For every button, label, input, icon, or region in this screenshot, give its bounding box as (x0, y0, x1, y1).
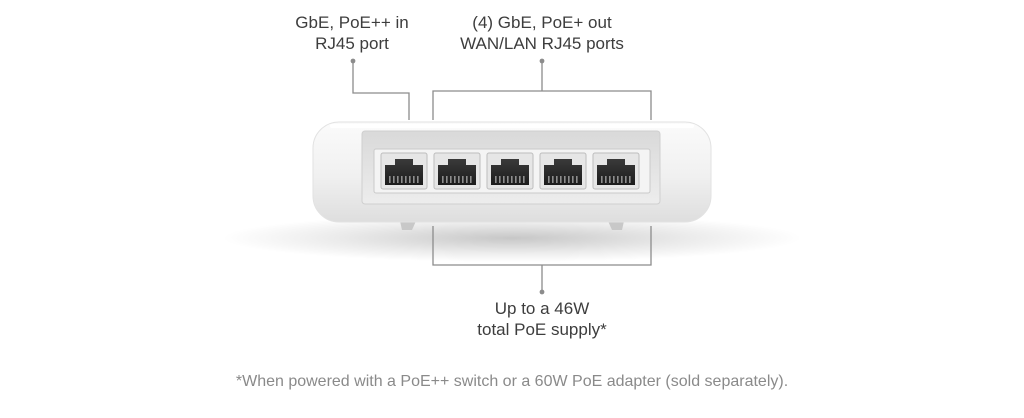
rj45-port-3 (486, 152, 534, 190)
callout-poe-supply-line2: total PoE supply* (477, 320, 607, 339)
rj45-port-2 (433, 152, 481, 190)
callout-poe-supply-line1: Up to a 46W (494, 299, 590, 318)
leader-line-poe (432, 226, 652, 292)
leader-line-input (352, 61, 410, 120)
device-shadow (222, 214, 802, 262)
callout-output-ports-line2: WAN/LAN RJ45 ports (460, 34, 624, 53)
rj45-port-4 (539, 152, 587, 190)
leader-dot-poe (539, 289, 545, 295)
callout-output-ports: (4) GbE, PoE+ out WAN/LAN RJ45 ports (440, 12, 644, 54)
rj45-port-5 (592, 152, 640, 190)
callout-input-port-line2: RJ45 port (315, 34, 389, 53)
leader-lines (352, 61, 652, 292)
leader-dot-output (539, 58, 545, 64)
rj45-port-1 (380, 152, 428, 190)
callout-input-port-line1: GbE, PoE++ in (295, 13, 409, 32)
device-housing-highlight (330, 124, 694, 128)
footnote: *When powered with a PoE++ switch or a 6… (235, 373, 789, 390)
leader-line-output (432, 61, 652, 120)
callout-input-port: GbE, PoE++ in RJ45 port (282, 12, 422, 54)
callout-poe-supply: Up to a 46W total PoE supply* (446, 298, 638, 340)
leader-dots (350, 58, 545, 295)
rj45-ports (380, 152, 640, 190)
leader-dot-input (350, 58, 356, 64)
callout-output-ports-line1: (4) GbE, PoE+ out (472, 13, 612, 32)
